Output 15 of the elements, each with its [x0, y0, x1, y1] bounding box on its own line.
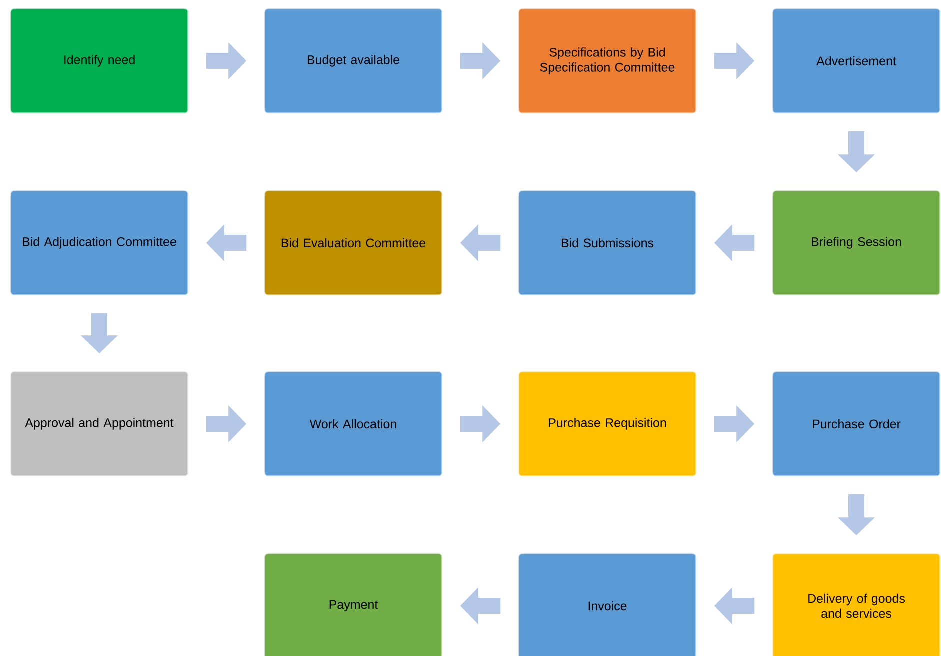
process-box: Bid Submissions [518, 190, 696, 296]
process-box: Bid Evaluation Committee [264, 190, 442, 296]
process-box: Advertisement [772, 8, 940, 114]
process-box: Specifications by Bid Specification Committee [518, 8, 696, 114]
process-box: Identify need [10, 8, 188, 114]
process-box: Delivery of goods and services [772, 554, 940, 656]
process-box: Bid Adjudication Committee [10, 190, 188, 296]
process-box: Budget available [264, 8, 442, 114]
process-box: Briefing Session [772, 190, 940, 296]
process-box: Purchase Requisition [518, 372, 696, 476]
process-box: Invoice [518, 554, 696, 656]
process-box: Work Allocation [264, 372, 442, 476]
process-box: Payment [264, 554, 442, 656]
process-box: Approval and Appointment [10, 372, 188, 476]
process-box: Purchase Order [772, 372, 940, 476]
